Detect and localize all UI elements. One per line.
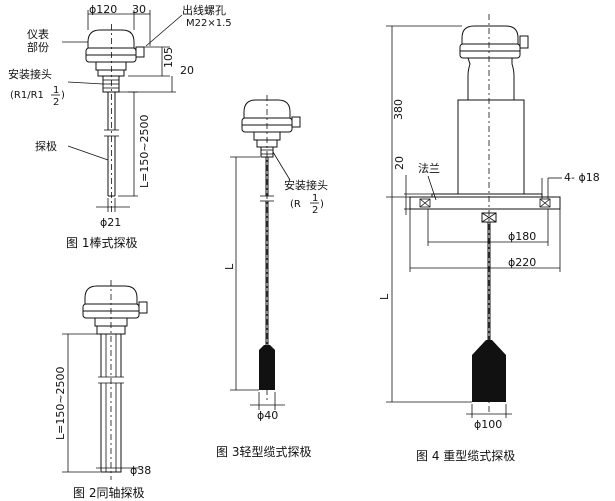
fig1-fitting-label-line2: (R1/R1 bbox=[10, 90, 44, 101]
figure-3-light-cable-probe: 安装接头 (R 1 2 ) L ϕ40 图 3轻型缆式探极 bbox=[216, 95, 328, 459]
fig4-head-cap bbox=[461, 25, 519, 45]
fig2-dim-length: L=150~2500 bbox=[54, 366, 67, 440]
fig4-flange-holes bbox=[419, 198, 551, 208]
fig3-cable-gland bbox=[291, 116, 301, 128]
fig1-thread-leader bbox=[145, 14, 183, 47]
fig3-fitting-close-paren: ) bbox=[320, 199, 324, 210]
fig4-cable-gland bbox=[519, 35, 529, 49]
fig4-dim-220: ϕ220 bbox=[508, 256, 536, 269]
fig1-thread-hole-spec: M22×1.5 bbox=[186, 18, 232, 29]
fig1-fitting-frac-den: 2 bbox=[53, 97, 59, 108]
fig3-fitting-label-line1: 安装接头 bbox=[284, 178, 328, 192]
fig1-probe-leader bbox=[67, 145, 109, 161]
fig1-thread bbox=[102, 75, 120, 93]
figure-1-rod-probe: ϕ120 30 出线螺孔 M22×1.5 仪表 部份 安装接头 (R1/R1 1… bbox=[8, 3, 232, 250]
fig1-dim-rod-dia: ϕ21 bbox=[100, 216, 121, 229]
fig4-weight bbox=[472, 340, 506, 402]
fig2-cable-gland bbox=[138, 301, 148, 314]
fig1-probe-label: 探极 bbox=[35, 139, 57, 153]
fig1-caption: 图 1棒式探极 bbox=[66, 236, 137, 250]
fig2-caption: 图 2同轴探极 bbox=[73, 485, 144, 500]
fig3-fitting-leader bbox=[272, 151, 291, 181]
fig4-dim-20: 20 bbox=[393, 156, 406, 170]
figure-2-coaxial-probe: L=150~2500 ϕ38 图 2同轴探极 bbox=[54, 280, 151, 500]
fig4-caption: 图 4 重型缆式探极 bbox=[416, 449, 515, 463]
fig3-fitting-frac-num: 1 bbox=[312, 193, 318, 204]
fig3-dim-length: L bbox=[223, 263, 236, 270]
fig3-fitting-label-line2: (R bbox=[290, 199, 301, 210]
figure-4-heavy-cable-probe: 380 20 法兰 4- ϕ18 ϕ180 ϕ220 L ϕ100 图 4 重型… bbox=[378, 14, 600, 463]
fig1-fitting-leader bbox=[67, 81, 104, 85]
fig1-dim-length: L=150~2500 bbox=[138, 114, 151, 188]
fig4-flange-leader bbox=[427, 175, 437, 201]
fig4-dim-length: L bbox=[378, 293, 391, 300]
fig2-dim-dia: ϕ38 bbox=[130, 464, 151, 477]
fig4-flange bbox=[409, 196, 561, 210]
fig3-head-cap bbox=[243, 99, 291, 119]
fig4-holes-label: 4- ϕ18 bbox=[564, 171, 600, 184]
fig1-meter-label-line1: 仪表 bbox=[27, 27, 49, 41]
fig1-dim-offset-30: 30 bbox=[132, 3, 146, 16]
fig1-dim-head-dia: ϕ120 bbox=[89, 3, 117, 16]
fig1-meter-label-line2: 部份 bbox=[27, 40, 49, 54]
fig1-dim-height-105: 105 bbox=[162, 47, 175, 68]
fig3-weight bbox=[259, 345, 275, 390]
fig4-dim-height-380: 380 bbox=[392, 99, 405, 120]
fig1-hex-nut bbox=[97, 69, 125, 77]
fig1-neck bbox=[95, 61, 127, 71]
fig1-head-cap bbox=[87, 29, 135, 49]
fig4-flange-label: 法兰 bbox=[418, 161, 440, 175]
fig3-fitting-frac-den: 2 bbox=[312, 205, 318, 216]
fig3-dim-weight-dia: ϕ40 bbox=[257, 409, 278, 422]
fig3-caption: 图 3轻型缆式探极 bbox=[216, 445, 311, 459]
fig4-neck bbox=[467, 57, 515, 101]
fig1-dim-20: 20 bbox=[180, 64, 194, 77]
fig4-body bbox=[457, 99, 525, 195]
fig1-fitting-close-paren: ) bbox=[61, 90, 65, 101]
fig4-dim-weight-dia: ϕ100 bbox=[474, 418, 502, 431]
fig1-fitting-label-line1: 安装接头 bbox=[8, 67, 52, 81]
fig1-thread-hole-title: 出线螺孔 bbox=[182, 3, 226, 17]
fig1-fitting-frac-num: 1 bbox=[53, 85, 59, 96]
fig1-cable-gland bbox=[135, 46, 145, 58]
fig4-dim-180: ϕ180 bbox=[508, 230, 536, 243]
fig2-head-cap bbox=[84, 285, 138, 305]
